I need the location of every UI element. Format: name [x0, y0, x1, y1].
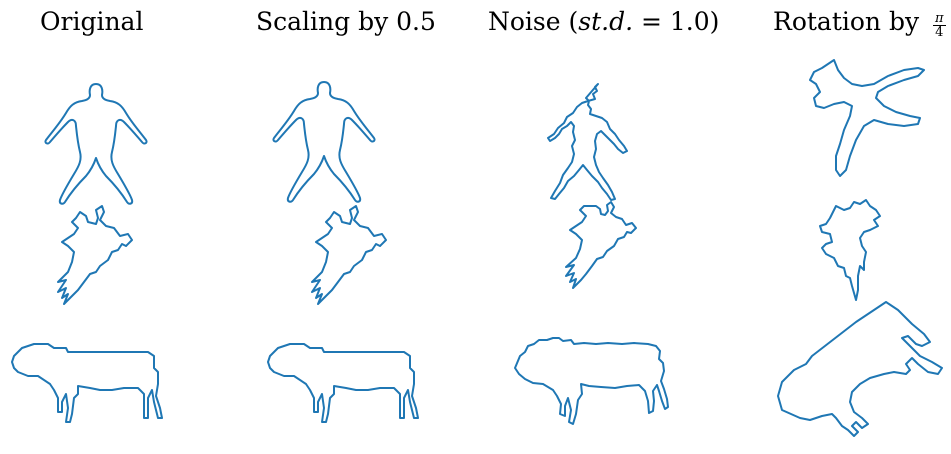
- shape-plane-noisy: [565, 201, 637, 289]
- column-title-noise: Noise (st.d. = 1.0): [488, 6, 719, 38]
- shape-human-rotated: [809, 59, 925, 177]
- shape-human-noisy: [547, 83, 628, 201]
- shape-plane-rotated: [819, 199, 881, 301]
- rotation-title-prefix: Rotation by: [773, 7, 928, 36]
- shape-human-scaled: [272, 81, 376, 203]
- column-title-scaling: Scaling by 0.5: [256, 7, 436, 36]
- fraction-denominator: 4: [935, 25, 944, 40]
- noise-title-math: st.d.: [578, 7, 634, 36]
- shape-plane-scaled: [311, 205, 387, 305]
- shape-calf-noisy: [514, 337, 669, 425]
- column-title-original: Original: [40, 7, 144, 36]
- shape-plane-original: [57, 205, 133, 305]
- noise-title-suffix: = 1.0): [633, 7, 720, 36]
- shape-calf-original: [11, 343, 163, 423]
- shape-calf-rotated: [777, 301, 943, 437]
- shape-calf-scaled: [267, 343, 419, 423]
- shape-human-original: [44, 83, 148, 205]
- fraction-numerator: π: [933, 11, 946, 26]
- noise-title-prefix: Noise (: [488, 7, 579, 36]
